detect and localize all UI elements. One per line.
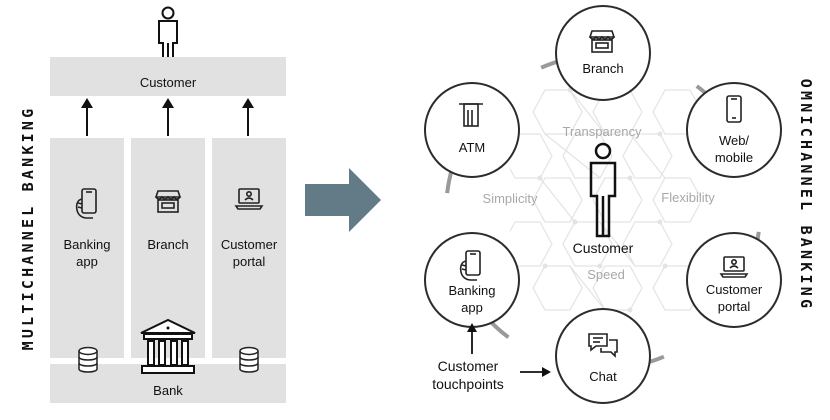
value-flexibility: Flexibility — [661, 190, 715, 205]
atm-icon — [459, 103, 483, 127]
center-customer-label: Customer — [572, 240, 634, 256]
channel-label-banking-app: Banking app — [50, 236, 124, 270]
node-label-line2: app — [461, 300, 483, 315]
node-customer-portal — [686, 232, 782, 328]
smartphone-icon — [726, 95, 742, 123]
node-chat — [555, 308, 651, 404]
chat-bubbles-icon — [588, 333, 618, 358]
channel-label-customer-portal: Customer portal — [212, 236, 286, 270]
storefront-icon — [154, 190, 182, 213]
customer-bar — [50, 57, 286, 96]
node-label-line2: mobile — [714, 150, 754, 165]
value-simplicity: Simplicity — [482, 191, 538, 206]
touchpoints-line1: Customer — [437, 358, 499, 374]
channel-label-branch: Branch — [131, 236, 205, 253]
node-web-mobile — [686, 82, 782, 178]
node-label-chat: Chat — [589, 369, 617, 384]
customer-bar-label: Customer — [139, 75, 197, 90]
channel-label-line1: Branch — [147, 237, 189, 252]
multichannel-banking-title: MULTICHANNEL BANKING — [19, 105, 37, 351]
storefront-icon — [588, 30, 616, 53]
node-label-banking-app: Banking app — [424, 282, 520, 316]
database-icon — [239, 346, 259, 373]
channel-label-line2: app — [76, 254, 98, 269]
node-label-line1: Customer — [705, 282, 763, 297]
channel-column-banking-app — [50, 138, 124, 358]
arrows-to-customer — [81, 98, 254, 136]
channel-label-line1: Banking — [63, 237, 111, 252]
bank-label: Bank — [153, 383, 183, 398]
laptop-user-icon — [719, 256, 749, 278]
node-branch — [555, 5, 651, 101]
value-transparency: Transparency — [562, 124, 642, 139]
node-label-web-mobile: Web/ mobile — [686, 132, 782, 166]
bank-building-icon — [140, 318, 196, 374]
node-label-branch: Branch — [582, 61, 624, 76]
smartphone-hand-icon — [75, 188, 97, 219]
node-label-line2: portal — [717, 299, 751, 314]
node-label-line1: Web/ — [718, 133, 750, 148]
customer-touchpoints-label: Customer touchpoints — [420, 357, 516, 393]
node-label-customer-portal: Customer portal — [686, 281, 782, 315]
transition-arrow — [305, 168, 381, 232]
customer-center-icon — [589, 142, 617, 238]
node-label-line1: Banking — [448, 283, 496, 298]
node-label-atm: ATM — [458, 140, 486, 155]
channel-label-line1: Customer — [220, 237, 278, 252]
channel-label-line2: portal — [232, 254, 266, 269]
touchpoints-line2: touchpoints — [432, 376, 504, 392]
channel-column-customer-portal — [212, 138, 286, 358]
smartphone-hand-icon — [459, 250, 481, 281]
node-atm — [424, 82, 520, 178]
touchpoint-arrows — [467, 323, 551, 377]
database-icon — [78, 346, 98, 373]
value-speed: Speed — [587, 267, 625, 282]
omnichannel-banking-title: OMNICHANNEL BANKING — [797, 78, 815, 312]
laptop-user-icon — [234, 188, 264, 210]
